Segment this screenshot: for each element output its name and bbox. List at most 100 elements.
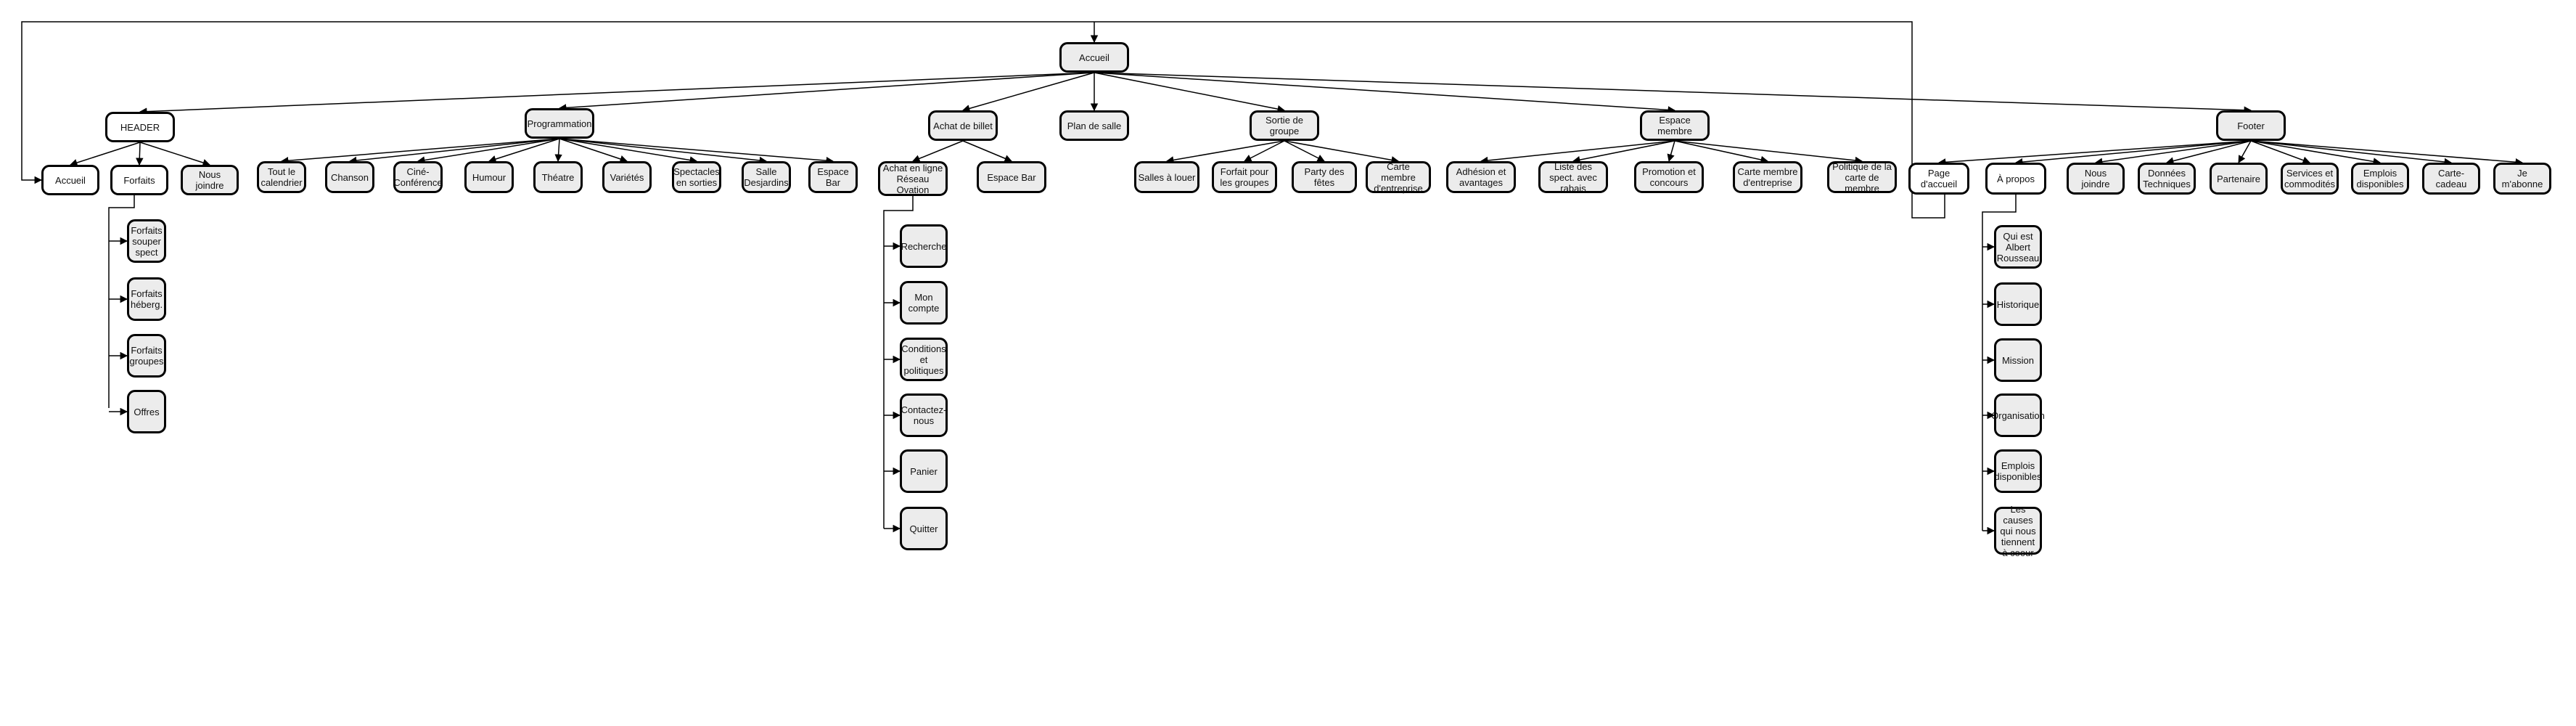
node-plan-de-salle[interactable]: Plan de salle (1059, 110, 1129, 141)
node-label: Forfait pour les groupes (1220, 166, 1269, 188)
node-theatre[interactable]: Théatre (533, 161, 583, 193)
node-politique-carte-membre[interactable]: Politique de la carte de membre (1827, 161, 1897, 194)
node-cine-conference[interactable]: Ciné-Conférence (393, 161, 443, 193)
node-liste-des-spect[interactable]: Liste des spect. avec rabais (1538, 160, 1608, 194)
node-chanson[interactable]: Chanson (325, 161, 374, 193)
connector-footer-3 (2165, 140, 2252, 165)
node-label: Sortie de groupe (1265, 115, 1304, 136)
node-label: Spectacles en sorties (673, 166, 720, 188)
node-page-daccueil[interactable]: Page d'accueil (1908, 163, 1969, 195)
connector-achat-1 (962, 140, 1012, 163)
node-label: Salle Desjardins (744, 166, 789, 188)
node-label: Espace Bar (817, 166, 849, 188)
connector-root-0 (139, 72, 1095, 115)
node-label: Théatre (541, 171, 575, 183)
node-partenaire[interactable]: Partenaire (2210, 163, 2268, 195)
node-label: Emplois disponibles (2356, 168, 2404, 189)
node-label: Forfaits héberg. (130, 288, 163, 310)
node-nous-joindre-footer[interactable]: Nous joindre (2067, 163, 2125, 195)
node-qui-est-albert-rousseau[interactable]: Qui est Albert Rousseau (1994, 225, 2042, 269)
connector-header-1 (136, 142, 144, 166)
node-forfaits-groupes[interactable]: Forfaits groupes (127, 334, 166, 378)
node-header[interactable]: HEADER (105, 112, 175, 142)
node-achat-en-ligne-reseau-ovation[interactable]: Achat en ligne Réseau Ovation (878, 161, 948, 196)
node-footer[interactable]: Footer (2216, 110, 2286, 141)
node-label: Contactez-nous (901, 404, 947, 426)
node-historique[interactable]: Historique (1994, 282, 2042, 326)
node-quitter[interactable]: Quitter (900, 507, 948, 550)
node-label: Achat de billet (933, 120, 993, 131)
node-label: Espace Bar (987, 171, 1036, 183)
node-mon-compte[interactable]: Mon compte (900, 281, 948, 325)
node-recherche[interactable]: Recherche (900, 224, 948, 268)
node-emplois-disponibles-apropos[interactable]: Emplois disponibles (1994, 449, 2042, 493)
node-label: Programmation (527, 118, 592, 129)
node-label: Je m'abonne (2501, 168, 2543, 189)
node-espace-bar-achat[interactable]: Espace Bar (977, 161, 1046, 193)
node-label: Chanson (330, 171, 369, 183)
node-spectacles-en-sorties[interactable]: Spectacles en sorties (672, 161, 721, 193)
connector-prog-4 (554, 138, 562, 163)
node-organisation[interactable]: Organisation (1991, 393, 2045, 437)
connector-footer-5 (2250, 140, 2310, 164)
connector-prog-3 (488, 138, 560, 163)
node-label: Services et commodités (2284, 168, 2336, 189)
node-nous-joindre-header[interactable]: Nous joindre (181, 165, 239, 195)
node-espace-bar-prog[interactable]: Espace Bar (808, 161, 858, 193)
connector-footer-4 (2238, 140, 2252, 163)
node-services-et-commodites[interactable]: Services et commodités (2281, 163, 2339, 195)
node-varietes[interactable]: Variétés (602, 161, 652, 193)
node-achat-de-billet[interactable]: Achat de billet (928, 110, 998, 141)
node-panier[interactable]: Panier (900, 449, 948, 493)
connector-footer-1 (2014, 140, 2252, 166)
connector-prog-7 (559, 138, 768, 165)
node-a-propos[interactable]: À propos (1985, 163, 2046, 195)
node-je-mabonne[interactable]: Je m'abonne (2493, 163, 2551, 195)
connector-loop-right (1094, 21, 1945, 219)
node-promotion-et-concours[interactable]: Promotion et concours (1634, 161, 1704, 193)
node-label: Forfaits groupes (129, 345, 164, 367)
connector-espace-2 (1667, 140, 1675, 163)
connector-prog-1 (348, 138, 560, 165)
node-les-causes[interactable]: Les causes qui nous tiennent à coeur (1994, 503, 2042, 558)
connector-footer-8 (2250, 140, 2524, 166)
node-accueil-root[interactable]: Accueil (1059, 42, 1129, 73)
node-conditions-et-politiques[interactable]: Conditions et politiques (900, 338, 948, 381)
node-forfait-pour-les-groupes[interactable]: Forfait pour les groupes (1212, 161, 1277, 193)
node-espace-membre[interactable]: Espace membre (1640, 110, 1710, 141)
node-tout-le-calendrier[interactable]: Tout le calendrier (257, 161, 306, 193)
connector-footer-6 (2250, 140, 2382, 166)
node-salles-a-louer[interactable]: Salles à louer (1134, 161, 1199, 193)
node-label: Accueil (55, 174, 86, 186)
connector-sortie-1 (1244, 140, 1285, 162)
node-carte-membre-entreprise-espace[interactable]: Carte membre d'entreprise (1733, 161, 1802, 193)
connector-prog-5 (559, 138, 628, 163)
node-party-des-fetes[interactable]: Party des fêtes (1292, 161, 1357, 193)
node-salle-desjardins[interactable]: Salle Desjardins (742, 161, 791, 193)
connector-forfaits-spine (108, 195, 135, 408)
node-forfaits[interactable]: Forfaits (110, 165, 168, 195)
node-mission[interactable]: Mission (1994, 338, 2042, 382)
node-forfaits-souper[interactable]: Forfaits souper spect (127, 219, 166, 263)
node-label: Conditions et politiques (901, 343, 946, 376)
node-label: Les causes qui nous tiennent à coeur (2000, 503, 2036, 558)
node-humour[interactable]: Humour (464, 161, 514, 193)
node-offres[interactable]: Offres (127, 390, 166, 433)
node-donnees-techniques[interactable]: Données Techniques (2138, 163, 2196, 195)
node-emplois-disponibles-footer[interactable]: Emplois disponibles (2351, 163, 2409, 195)
node-carte-cadeau[interactable]: Carte-cadeau (2422, 163, 2480, 195)
node-label: Quitter (909, 523, 938, 534)
node-label: Variétés (610, 171, 644, 183)
node-label: Liste des spect. avec rabais (1549, 160, 1597, 194)
node-label: Recherche (901, 240, 947, 252)
node-contactez-nous[interactable]: Contactez-nous (900, 393, 948, 437)
node-header-accueil[interactable]: Accueil (41, 165, 99, 195)
connector-header-2 (139, 142, 210, 167)
node-forfaits-heberg[interactable]: Forfaits héberg. (127, 277, 166, 321)
connector-espace-4 (1674, 140, 1863, 165)
connector-root-1 (558, 72, 1095, 112)
node-sortie-de-groupe[interactable]: Sortie de groupe (1250, 110, 1319, 141)
node-carte-membre-entreprise-sortie[interactable]: Carte membre d'entreprise (1366, 161, 1431, 194)
node-programmation[interactable]: Programmation (525, 108, 594, 139)
node-adhesion-et-avantages[interactable]: Adhésion et avantages (1446, 161, 1516, 193)
